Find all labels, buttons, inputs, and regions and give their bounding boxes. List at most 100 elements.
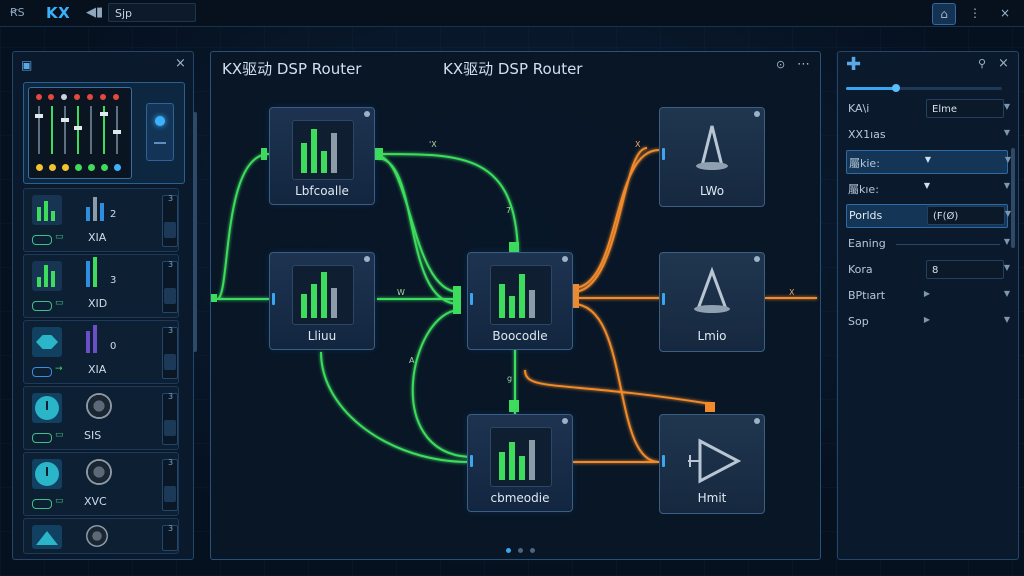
chevron-down-icon: ▼ (1003, 263, 1010, 272)
property-row[interactable]: BPtıart ▶ ▼ (848, 289, 1010, 302)
meter-icon (292, 265, 354, 325)
more-icon[interactable]: ⋯ (797, 57, 810, 72)
meter-icon (490, 427, 552, 487)
home-icon[interactable]: ⌂ (932, 3, 956, 25)
knob-icon[interactable] (86, 525, 108, 547)
chevron-down-icon: ▼ (1003, 237, 1010, 246)
node-status-icon (562, 418, 568, 424)
timer-icon (32, 459, 62, 489)
node-label: cbmeodie (490, 491, 550, 505)
arrow-right-icon: ▭ (55, 232, 64, 242)
list-item[interactable]: 3 ▭ XID 3 (23, 254, 179, 318)
app-logo: KX (46, 4, 71, 22)
node-status-icon (754, 256, 760, 262)
speaker-icon (696, 125, 728, 170)
slider-handle[interactable] (891, 84, 900, 92)
panel-title: KX驱动 DSP Router (222, 60, 362, 78)
arrow-right-icon: → (55, 364, 63, 374)
close-icon[interactable]: × (998, 56, 1009, 71)
sidebar-toggle-icon[interactable]: ◀▮ (86, 5, 104, 20)
wire-orange (572, 149, 660, 289)
strip-fader[interactable]: 3 (162, 458, 178, 511)
property-row[interactable]: Porlds (F(Ø) ▼ (846, 204, 1011, 228)
strip-value: 3 (110, 275, 117, 286)
scrollbar[interactable] (193, 112, 197, 352)
chevron-down-icon: ▼ (1003, 181, 1010, 190)
more-icon[interactable]: ⋮ (969, 6, 981, 20)
page-indicator[interactable] (518, 548, 523, 553)
app-code: ꞦS (10, 6, 25, 19)
strip-fader[interactable]: 3 (162, 194, 178, 247)
property-row[interactable]: 屬kie: ▼ ▼ (846, 150, 1011, 174)
knob-icon[interactable] (86, 459, 112, 485)
property-row[interactable]: 屬kıe: ▼ ▼ (848, 181, 1010, 196)
title-bar: ꞦS KX ◀▮ Sjp ⌂ ⋮ × (0, 0, 1024, 27)
pin-icon[interactable]: ⚲ (978, 57, 987, 70)
property-row[interactable]: Eaning ▼ (848, 237, 1010, 250)
list-item[interactable]: SIS ▭ 3 (23, 386, 179, 450)
power-toggle[interactable] (146, 103, 174, 161)
wire-orange (524, 369, 712, 405)
close-icon[interactable]: × (175, 56, 186, 71)
search-input[interactable]: Sjp (108, 3, 196, 22)
properties-panel: ✚ ⚲ × KA\i Elme ▼ XX1ıas ▼ 屬kie: ▼ ▼ 屬kı… (837, 51, 1019, 560)
property-row[interactable]: Sop ▶ ▼ (848, 315, 1010, 328)
strip-fader[interactable]: 3 (162, 392, 178, 445)
routing-wires (211, 147, 817, 463)
list-item[interactable]: XVC ▭ 3 (23, 452, 179, 516)
settings-icon[interactable]: ⊙ (776, 58, 786, 71)
panel-icon: ▣ (21, 58, 33, 72)
meter-icon (292, 120, 354, 180)
output-device-node[interactable]: Lmio (659, 252, 765, 352)
strip-fader[interactable]: 3 (162, 524, 178, 551)
dsp-node[interactable]: cbmeodie (467, 414, 573, 512)
property-select[interactable]: (F(Ø) (927, 206, 1005, 225)
list-item[interactable]: 2 ▭ XIA 3 (23, 188, 179, 252)
meter-icon (32, 195, 62, 225)
chevron-down-icon: ▼ (1003, 315, 1010, 324)
eq-icon (32, 525, 62, 549)
wire-label: 7 (506, 206, 512, 215)
strip-label: XIA (88, 363, 107, 376)
list-item[interactable]: 3 (23, 518, 179, 554)
node-status-icon (364, 111, 370, 117)
mixer-card[interactable] (23, 82, 185, 184)
strip-value: 0 (110, 341, 117, 352)
output-device-node[interactable]: LWo (659, 107, 765, 207)
property-select[interactable]: 8 (926, 260, 1004, 279)
link-toggle[interactable] (32, 235, 52, 245)
close-window-icon[interactable]: × (999, 6, 1011, 20)
list-item[interactable]: 0 → XIA 3 (23, 320, 179, 384)
strip-label: XVC (84, 495, 107, 508)
link-toggle[interactable] (32, 433, 52, 443)
dsp-node[interactable]: Lbfcoalle (269, 107, 375, 205)
dsp-node[interactable]: Lliuu (269, 252, 375, 350)
link-toggle[interactable] (32, 499, 52, 509)
volume-slider[interactable] (846, 84, 1002, 92)
knob-icon[interactable] (86, 393, 112, 419)
property-row[interactable]: KA\i Elme ▼ (846, 98, 1010, 120)
strip-fader[interactable]: 3 (162, 260, 178, 313)
page-title: KX驱动 DSP Router (443, 60, 583, 78)
property-row[interactable]: XX1ıas ▼ (848, 128, 1010, 141)
link-toggle[interactable] (32, 301, 52, 311)
dsp-node[interactable]: Boocodle (467, 252, 573, 350)
property-row[interactable]: Kora 8 ▼ (846, 259, 1010, 281)
power-indicator-icon (155, 116, 165, 126)
device-label: Hmit (697, 491, 727, 505)
scrollbar[interactable] (1011, 148, 1015, 248)
strip-fader[interactable]: 3 (162, 326, 178, 379)
page-indicator[interactable] (530, 548, 535, 553)
property-select[interactable]: Elme (926, 99, 1004, 118)
dropdown-icon: ▼ (923, 181, 930, 190)
arrow-right-icon: ▭ (55, 496, 64, 506)
chevron-down-icon: ▼ (1003, 289, 1010, 298)
device-label: LWo (699, 184, 725, 198)
channel-strip-panel: ▣ × (12, 51, 197, 560)
add-icon[interactable]: ✚ (846, 54, 862, 75)
page-indicator-active[interactable] (506, 548, 511, 553)
output-device-node[interactable]: Hmit (659, 414, 765, 514)
link-toggle[interactable] (32, 367, 52, 377)
router-canvas[interactable]: KX驱动 DSP Router KX驱动 DSP Router ⊙ ⋯ (210, 51, 821, 560)
meter-icon (86, 257, 116, 291)
